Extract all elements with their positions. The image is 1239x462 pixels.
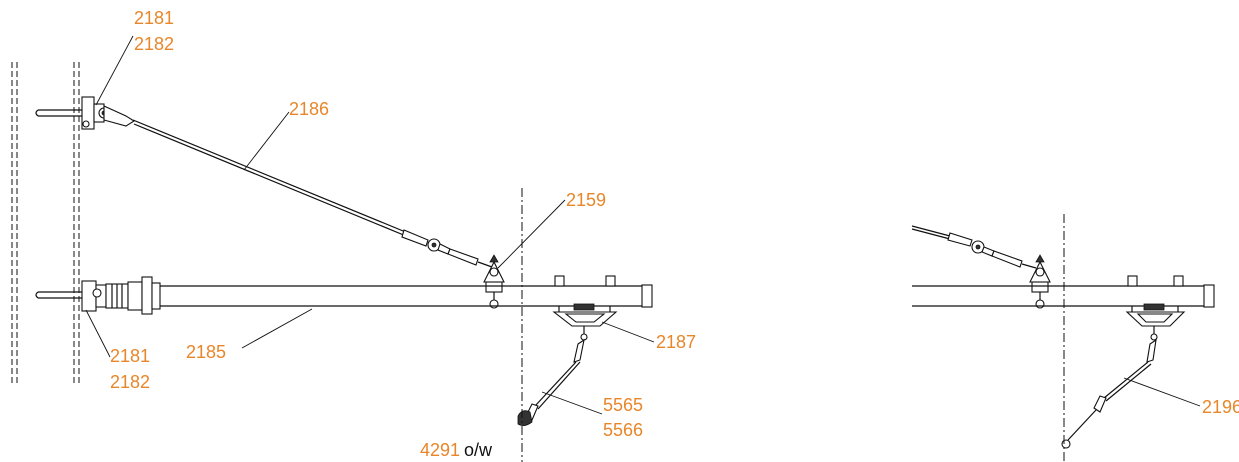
main-tube: [81, 276, 653, 315]
stay-clamp: [483, 254, 505, 309]
stay-tube: [132, 119, 493, 268]
label-2181-top: 2181: [134, 8, 174, 28]
left-assembly: [11, 35, 655, 462]
label-5566: 5566: [603, 420, 643, 440]
label-5565: 5565: [603, 395, 643, 415]
lower-mast-bolt: [35, 291, 84, 299]
label-4291-suffix: o/w: [464, 440, 493, 460]
right-assembly: [911, 214, 1215, 462]
right-stay-tube: [911, 225, 1037, 269]
registration-bracket: [552, 275, 618, 341]
label-2186: 2186: [289, 99, 329, 119]
label-2182-bottom: 2182: [110, 372, 150, 392]
left-leaders: [85, 35, 655, 415]
upper-hinge-bracket: [81, 96, 136, 130]
label-2159: 2159: [566, 190, 606, 210]
label-4291: 4291: [420, 440, 460, 460]
label-2187: 2187: [656, 332, 696, 352]
registration-arm: [517, 338, 585, 426]
label-2196: 2196: [1202, 397, 1239, 417]
label-2182-top: 2182: [134, 34, 174, 54]
right-leaders: [1123, 377, 1201, 407]
label-2181-bottom: 2181: [110, 346, 150, 366]
right-registration-arm: [1061, 338, 1157, 449]
right-main-tube: [912, 284, 1215, 308]
part-labels: 2181 2182 2186 2159 2185 2181 2182 2187 …: [110, 8, 1239, 460]
right-stay-clamp: [1029, 254, 1051, 309]
upper-mast-bolt: [35, 109, 84, 117]
right-registration-bracket: [1125, 275, 1186, 341]
label-2185: 2185: [186, 342, 226, 362]
